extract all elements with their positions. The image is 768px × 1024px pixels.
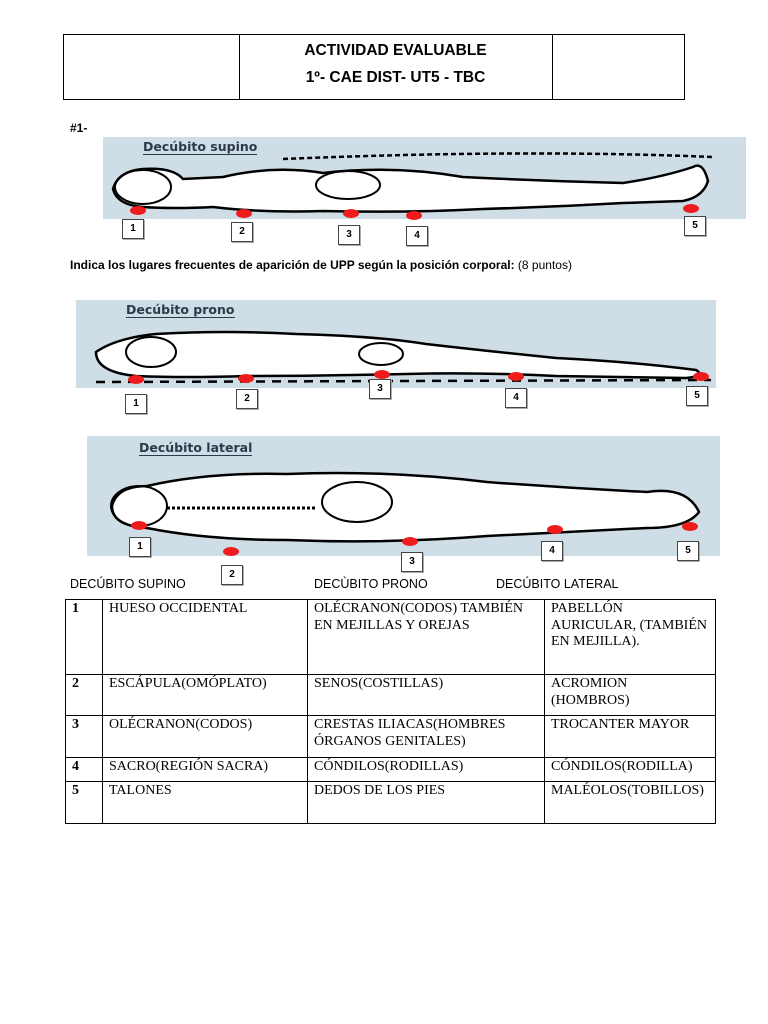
cell-supine: TALONES: [103, 782, 308, 824]
figure-supine: Decúbito supino: [103, 137, 746, 219]
marker-label: 4: [406, 226, 428, 246]
cell-lateral: MALÉOLOS(TOBILLOS): [545, 782, 716, 824]
answer-table: 1 HUESO OCCIDENTAL OLÉCRANON(CODOS) TAMB…: [65, 599, 716, 824]
instruction-points: (8 puntos): [518, 258, 572, 272]
marker-label: 3: [338, 225, 360, 245]
marker-label: 5: [686, 386, 708, 406]
header-left-cell: [64, 35, 240, 99]
marker-label: 4: [541, 541, 563, 561]
marker-dot: [682, 522, 698, 531]
marker-label: 3: [401, 552, 423, 572]
row-number: 3: [66, 716, 103, 758]
marker-dot: [236, 209, 252, 218]
cell-prone: SENOS(COSTILLAS): [308, 675, 545, 716]
marker-label: 2: [236, 389, 258, 409]
row-number: 4: [66, 758, 103, 782]
table-row: 1 HUESO OCCIDENTAL OLÉCRANON(CODOS) TAMB…: [66, 600, 716, 675]
marker-dot: [508, 372, 524, 381]
row-number: 2: [66, 675, 103, 716]
cell-prone: CRESTAS ILIACAS(HOMBRES ÓRGANOS GENITALE…: [308, 716, 545, 758]
caption-lateral: DECÚBITO LATERAL: [496, 577, 619, 591]
row-number: 5: [66, 782, 103, 824]
table-row: 3 OLÉCRANON(CODOS) CRESTAS ILIACAS(HOMBR…: [66, 716, 716, 758]
instruction-bold: Indica los lugares frecuentes de aparici…: [70, 258, 515, 272]
caption-prone: DECÙBITO PRONO: [314, 577, 428, 591]
marker-label: 2: [221, 565, 243, 585]
header-center-cell: ACTIVIDAD EVALUABLE 1º- CAE DIST- UT5 - …: [239, 35, 553, 99]
marker-dot: [128, 375, 144, 384]
marker-label: 5: [677, 541, 699, 561]
cell-prone: OLÉCRANON(CODOS) TAMBIÉN EN MEJILLAS Y O…: [308, 600, 545, 675]
cell-supine: SACRO(REGIÓN SACRA): [103, 758, 308, 782]
cell-supine: OLÉCRANON(CODOS): [103, 716, 308, 758]
instruction-text: Indica los lugares frecuentes de aparici…: [70, 258, 572, 272]
document-title: ACTIVIDAD EVALUABLE: [239, 42, 552, 60]
marker-label: 3: [369, 379, 391, 399]
cell-lateral: ACROMION (HOMBROS): [545, 675, 716, 716]
section-label: #1-: [70, 121, 87, 135]
cell-supine: ESCÁPULA(OMÓPLATO): [103, 675, 308, 716]
cell-prone: DEDOS DE LOS PIES: [308, 782, 545, 824]
figure-prone: Decúbito prono: [76, 300, 716, 388]
prone-body-illustration: [76, 300, 716, 388]
marker-label: 5: [684, 216, 706, 236]
marker-dot: [238, 374, 254, 383]
cell-lateral: PABELLÓN AURICULAR, (TAMBIÉN EN MEJILLA)…: [545, 600, 716, 675]
marker-label: 1: [129, 537, 151, 557]
row-number: 1: [66, 600, 103, 675]
marker-dot: [223, 547, 239, 556]
marker-dot: [374, 370, 390, 379]
table-row: 2 ESCÁPULA(OMÓPLATO) SENOS(COSTILLAS) AC…: [66, 675, 716, 716]
cell-lateral: CÓNDILOS(RODILLA): [545, 758, 716, 782]
marker-label: 1: [125, 394, 147, 414]
marker-dot: [693, 372, 709, 381]
table-row: 4 SACRO(REGIÓN SACRA) CÓNDILOS(RODILLAS)…: [66, 758, 716, 782]
marker-dot: [343, 209, 359, 218]
marker-dot: [402, 537, 418, 546]
document-subtitle: 1º- CAE DIST- UT5 - TBC: [239, 69, 552, 87]
marker-dot: [683, 204, 699, 213]
marker-dot: [547, 525, 563, 534]
marker-label: 1: [122, 219, 144, 239]
marker-dot: [406, 211, 422, 220]
caption-supine: DECÚBITO SUPINO: [70, 577, 186, 591]
marker-dot: [130, 206, 146, 215]
cell-prone: CÓNDILOS(RODILLAS): [308, 758, 545, 782]
table-row: 5 TALONES DEDOS DE LOS PIES MALÉOLOS(TOB…: [66, 782, 716, 824]
marker-label: 2: [231, 222, 253, 242]
figure-lateral: Decúbito lateral: [87, 436, 720, 556]
header-table: ACTIVIDAD EVALUABLE 1º- CAE DIST- UT5 - …: [63, 34, 685, 100]
marker-label: 4: [505, 388, 527, 408]
cell-supine: HUESO OCCIDENTAL: [103, 600, 308, 675]
marker-dot: [131, 521, 147, 530]
supine-body-illustration: [103, 137, 746, 219]
cell-lateral: TROCANTER MAYOR: [545, 716, 716, 758]
